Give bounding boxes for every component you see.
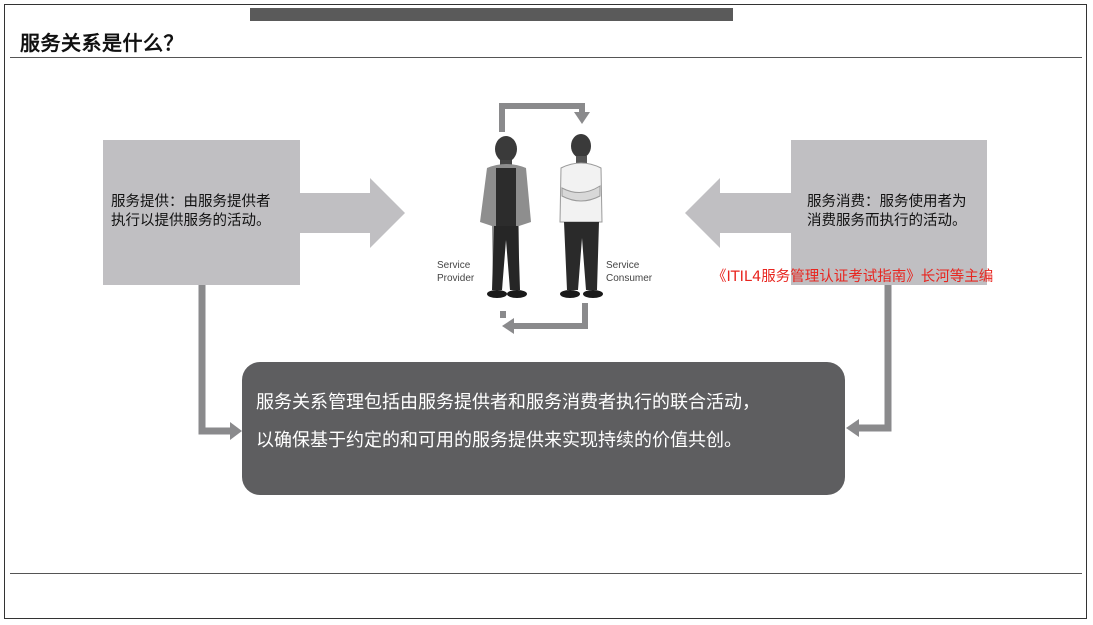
consumption-text-line1: 服务消费：服务使用者为: [807, 194, 967, 210]
service-provider-figure: [480, 136, 531, 298]
service-consumer-label: Service Consumer: [606, 259, 652, 285]
right-pointing-arrow: [300, 178, 405, 248]
consumer-label-line1: Service: [606, 260, 640, 271]
provider-label-line1: Service: [437, 260, 471, 271]
left-connector-arrow: [198, 285, 242, 440]
consumer-label-line2: Consumer: [606, 273, 653, 284]
source-citation: 《ITIL4服务管理认证考试指南》长河等主编: [712, 269, 994, 285]
summary-line1: 服务关系管理包括由服务提供者和服务消费者执行的联合活动，: [256, 392, 760, 413]
provision-text-line2: 执行以提供服务的活动。: [111, 213, 271, 229]
cycle-arrow-bottom: [500, 303, 588, 334]
title-divider: [10, 57, 1082, 58]
left-pointing-arrow: [685, 178, 791, 248]
provision-text-line1: 服务提供：由服务提供者: [111, 194, 271, 210]
footer-divider: [10, 573, 1082, 574]
service-consumption-box: 服务消费：服务使用者为 消费服务而执行的活动。: [791, 140, 987, 285]
service-consumer-figure: [559, 134, 603, 298]
service-provider-label: Service Provider: [437, 259, 474, 285]
header-bar: [250, 8, 733, 21]
summary-line2: 以确保基于约定的和可用的服务提供来实现持续的价值共创。: [256, 430, 742, 451]
provider-label-line2: Provider: [437, 273, 475, 284]
right-connector-arrow: [846, 285, 892, 437]
consumption-text-line2: 消费服务而执行的活动。: [807, 213, 967, 229]
cycle-arrow-top: [499, 103, 590, 132]
summary-box: 服务关系管理包括由服务提供者和服务消费者执行的联合活动， 以确保基于约定的和可用…: [242, 362, 845, 495]
page-title: 服务关系是什么？: [20, 31, 184, 55]
service-provision-box: 服务提供：由服务提供者 执行以提供服务的活动。: [103, 140, 300, 285]
slide-frame: [4, 4, 1087, 619]
